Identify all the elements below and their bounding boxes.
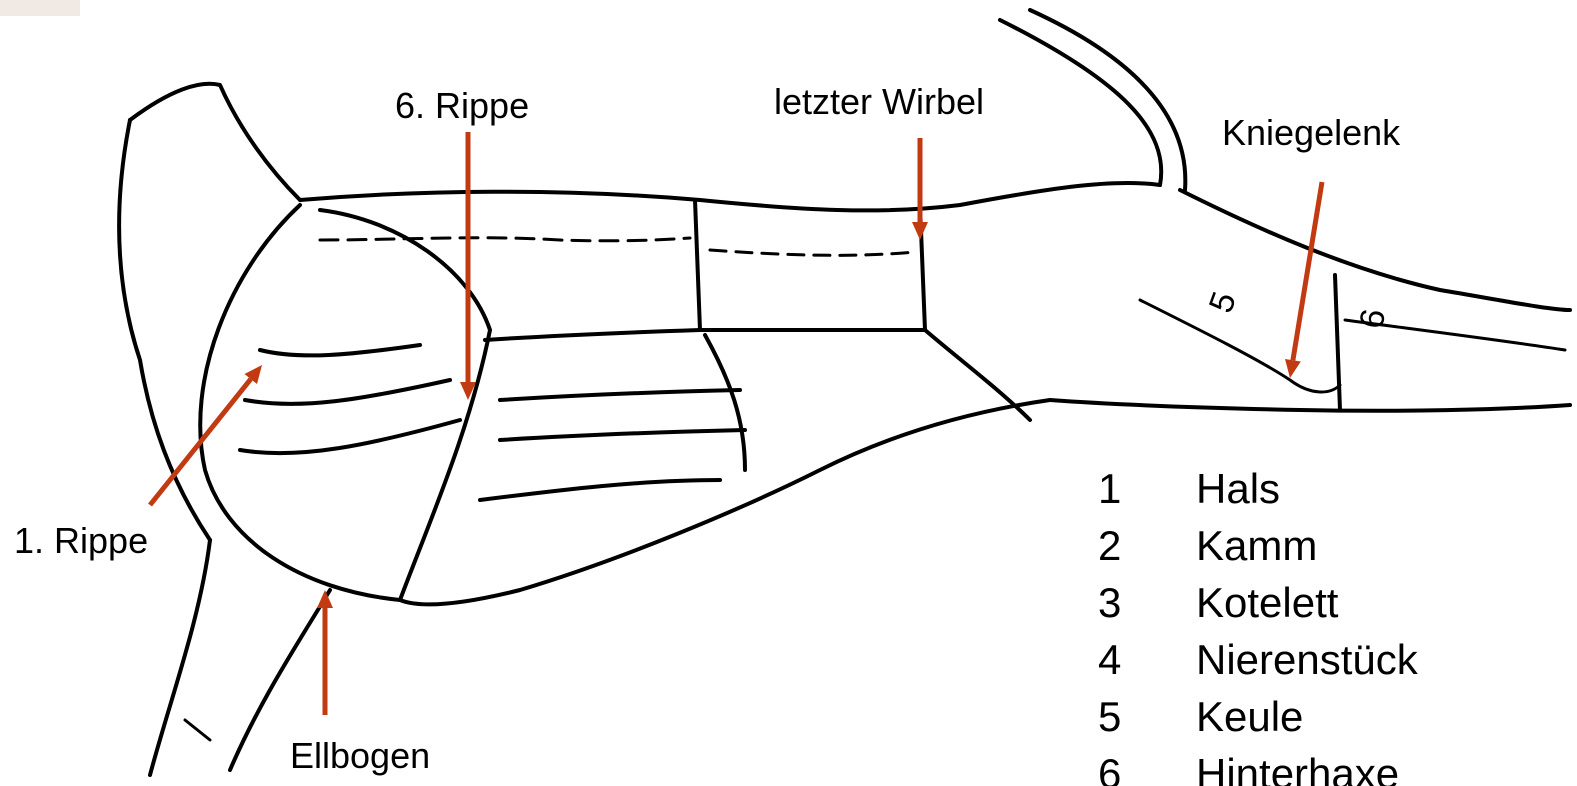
legend-cut-name: Hinterhaxe	[1196, 753, 1399, 786]
legend-cut-name: Nierenstück	[1196, 639, 1418, 681]
legend-number: 3	[1098, 582, 1138, 624]
legend-cut-name: Kamm	[1196, 525, 1317, 567]
legend-cut-name: Keule	[1196, 696, 1303, 738]
legend-number: 6	[1098, 753, 1138, 786]
label-knee-joint: Kniegelenk	[1222, 115, 1400, 151]
arrow-knee-joint-shaft	[1293, 182, 1322, 360]
arrow-knee-joint	[1285, 182, 1322, 378]
legend-cut-name: Hals	[1196, 468, 1280, 510]
arrow-knee-joint-head	[1285, 359, 1301, 378]
arrow-rib-1	[150, 365, 262, 505]
legend-number: 5	[1098, 696, 1138, 738]
legend-number: 4	[1098, 639, 1138, 681]
label-rib-6: 6. Rippe	[395, 88, 529, 124]
region-number-hinterhaxe: 6	[1352, 306, 1393, 331]
arrow-last-vertebra	[912, 138, 928, 240]
label-elbow: Ellbogen	[290, 738, 430, 774]
legend-number: 2	[1098, 525, 1138, 567]
label-last-vertebra: letzter Wirbel	[774, 84, 984, 120]
label-rib-1: 1. Rippe	[14, 523, 148, 559]
annotation-arrows	[150, 132, 1322, 715]
arrow-rib-6	[460, 132, 476, 400]
legend-number: 1	[1098, 468, 1138, 510]
arrow-last-vertebra-head	[912, 222, 928, 240]
legend-cut-name: Kotelett	[1196, 582, 1338, 624]
region-number-keule: 5	[1202, 287, 1244, 318]
